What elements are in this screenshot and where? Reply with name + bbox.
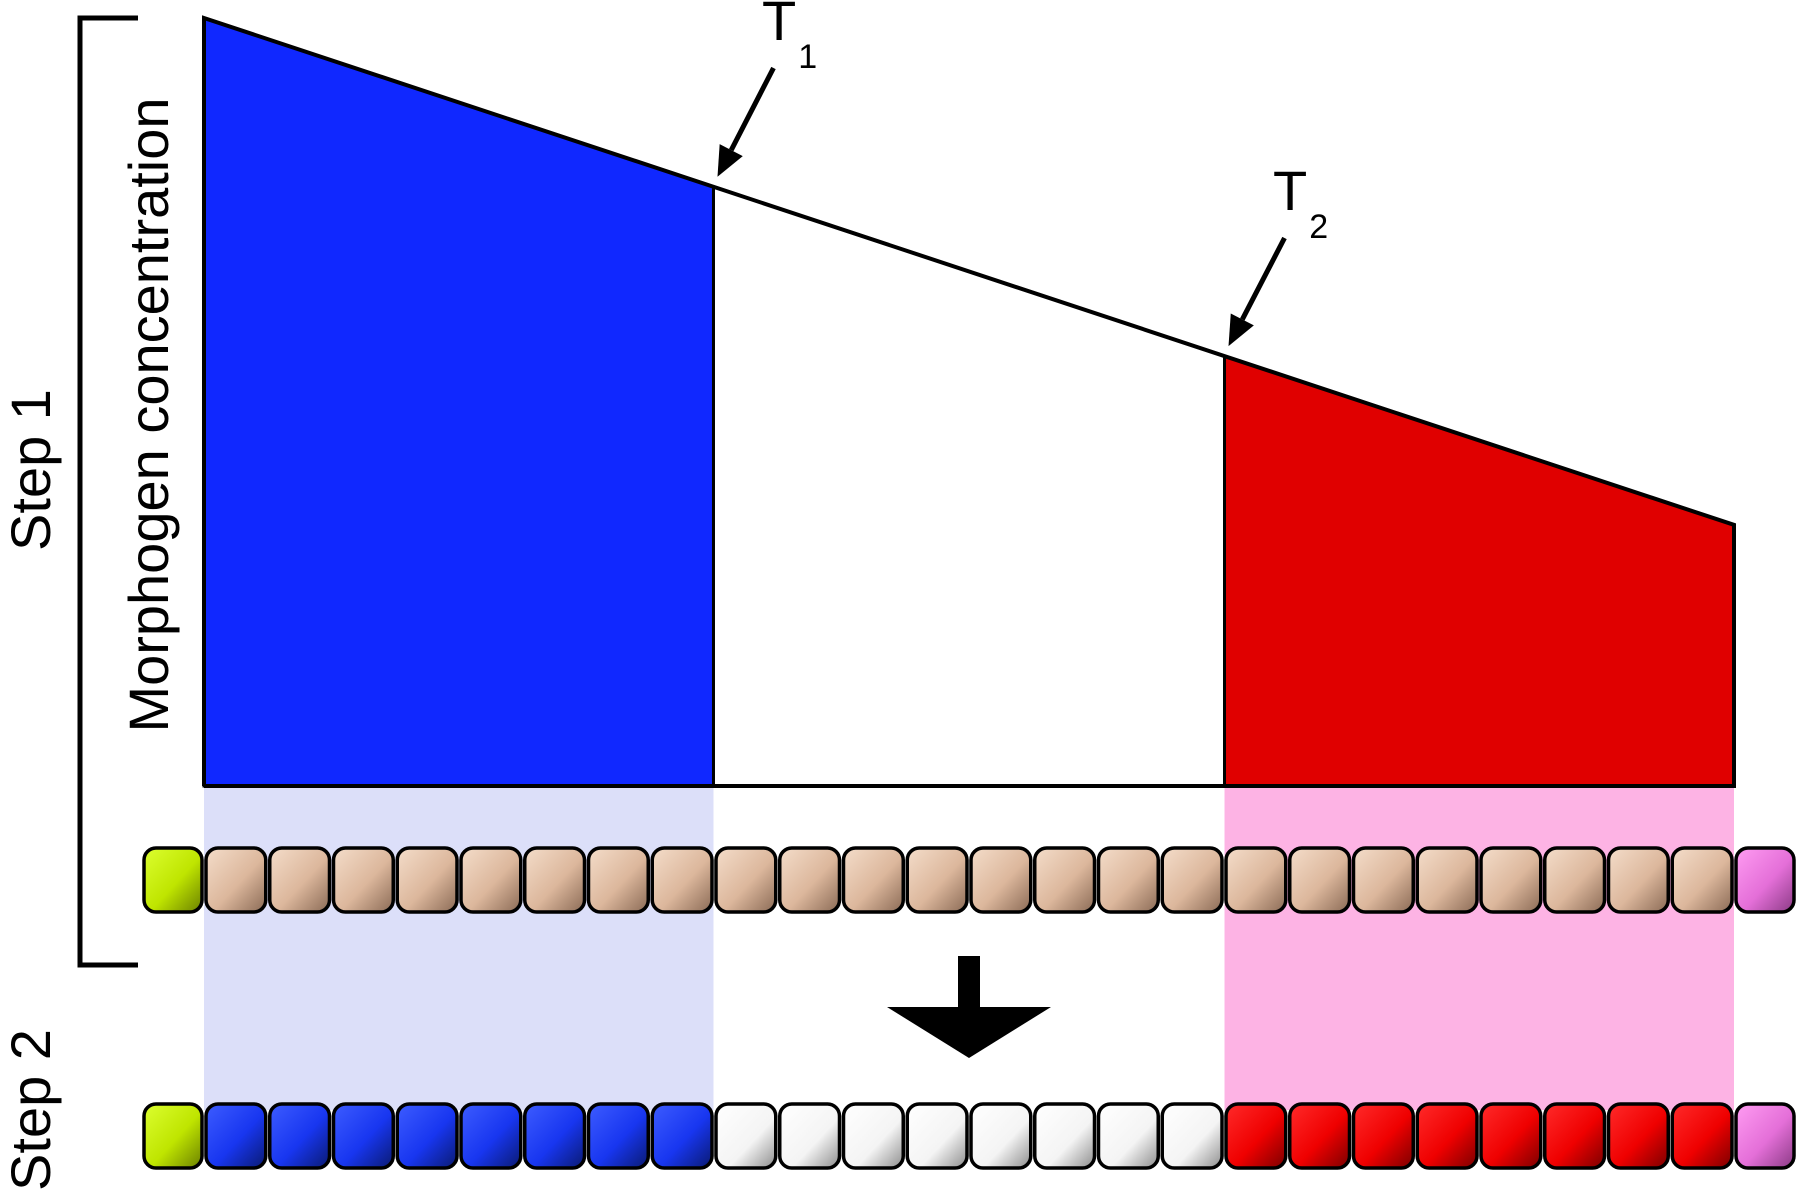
cell-white [1033,1102,1097,1170]
cell-neutral [459,846,523,914]
cell-neutral [1479,846,1543,914]
cell-white [1160,1102,1224,1170]
cell-neutral [1670,846,1734,914]
cell-row-step-2 [142,1102,1796,1170]
cell-red [1606,1102,1670,1170]
cell-red [1479,1102,1543,1170]
y-axis-label: Morphogen concentration [117,97,180,732]
cell-neutral [1288,846,1352,914]
cell-neutral [714,846,778,914]
cell-red [1351,1102,1415,1170]
cell-white [969,1102,1033,1170]
cell-neutral [1224,846,1288,914]
threshold-1-letter: T [762,0,796,52]
cell-neutral [969,846,1033,914]
step-1-label: Step 1 [0,389,62,551]
cell-blue [586,1102,650,1170]
cell-end-right [1734,1102,1796,1170]
blue-region-shade [204,786,714,1110]
cell-neutral [778,846,842,914]
cell-blue [268,1102,332,1170]
cell-white [778,1102,842,1170]
cell-end-right [1734,846,1796,914]
threshold-1-arrow [717,66,776,177]
gradient-outline [202,15,1736,788]
cell-neutral [395,846,459,914]
cell-neutral [1351,846,1415,914]
cell-red [1670,1102,1734,1170]
cell-neutral [586,846,650,914]
step-2-label: Step 2 [0,1029,62,1191]
cell-neutral [204,846,268,914]
threshold-1-subscript: 1 [798,38,817,76]
cell-neutral [1606,846,1670,914]
threshold-2-arrow [1228,236,1287,347]
cell-neutral [841,846,905,914]
cell-blue [459,1102,523,1170]
threshold-2-subscript: 2 [1309,208,1328,246]
cell-neutral [1415,846,1479,914]
cell-red [1224,1102,1288,1170]
cell-neutral [905,846,969,914]
cell-blue [204,1102,268,1170]
transition-arrow [887,956,1051,1058]
cell-neutral [650,846,714,914]
cell-neutral [1033,846,1097,914]
cell-neutral [1543,846,1607,914]
cell-white [905,1102,969,1170]
cell-end-left [142,1102,204,1170]
cell-red [1288,1102,1352,1170]
white-region [711,184,1227,788]
cell-neutral [523,846,587,914]
cell-end-left [142,846,204,914]
cell-neutral [1096,846,1160,914]
threshold-2-label: T2 [1273,159,1328,246]
cell-blue [523,1102,587,1170]
cell-red [1415,1102,1479,1170]
cell-blue [650,1102,714,1170]
cell-neutral [1160,846,1224,914]
threshold-1-label: T1 [762,0,817,76]
threshold-2-letter: T [1273,159,1307,222]
cell-white [714,1102,778,1170]
red-region-shade [1224,786,1734,1110]
red-region [1223,354,1736,788]
cell-red [1543,1102,1607,1170]
blue-region [202,15,715,788]
cell-blue [331,1102,395,1170]
step-1-bracket [77,15,138,968]
cell-white [841,1102,905,1170]
cell-neutral [331,846,395,914]
cell-white [1096,1102,1160,1170]
cell-neutral [268,846,332,914]
cell-row-step-1 [142,846,1796,914]
cell-blue [395,1102,459,1170]
